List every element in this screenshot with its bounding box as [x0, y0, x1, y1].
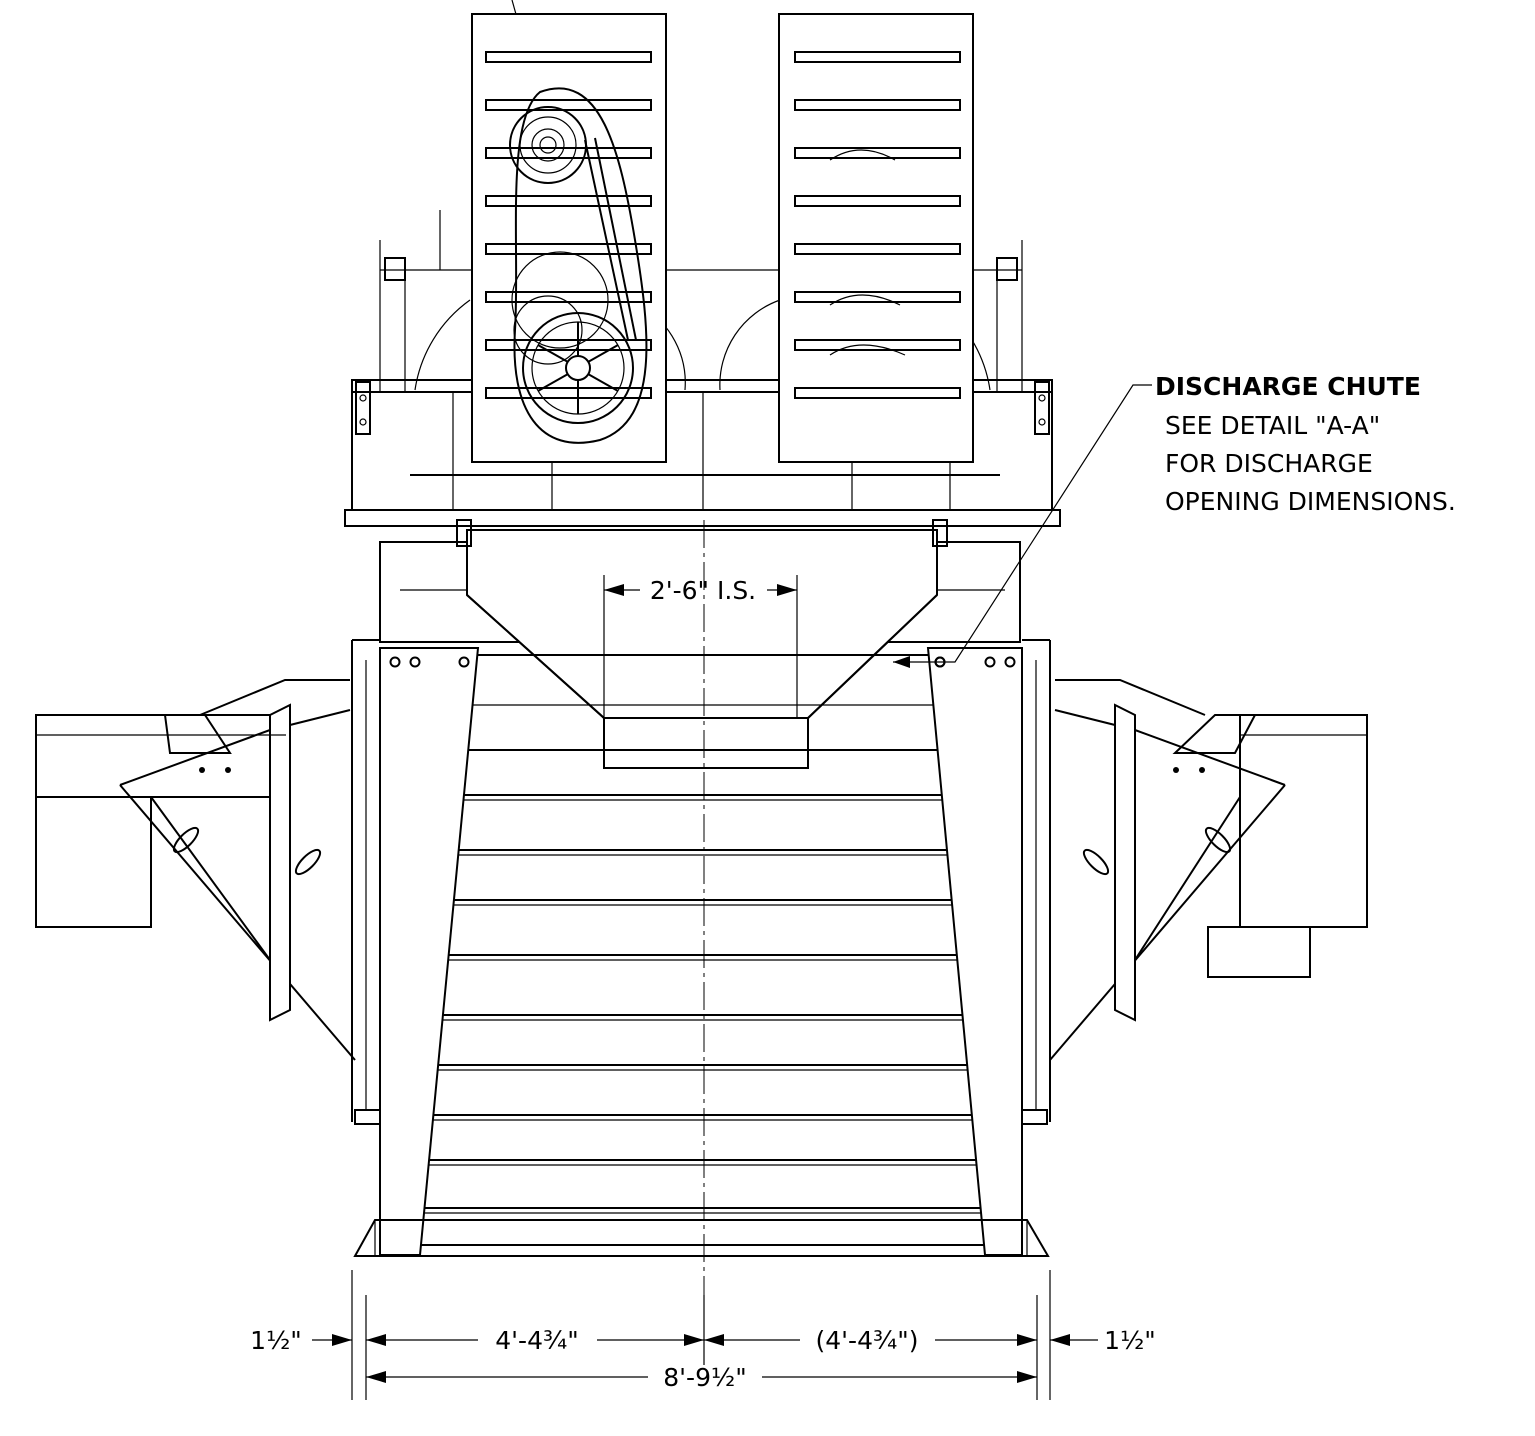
- right-belt-guard: [778, 13, 974, 463]
- left-belt-guard: [471, 13, 667, 463]
- left-half-label: 4'-4¾": [495, 1326, 578, 1355]
- discharge-chute-title: DISCHARGE CHUTE: [1155, 372, 1421, 401]
- right-side-housing: [1049, 679, 1368, 1061]
- inner-span-dimension: [604, 584, 797, 596]
- left-offset-label: 1½": [250, 1326, 302, 1355]
- right-half-label: (4'-4¾"): [816, 1326, 919, 1355]
- discharge-note-line-1: SEE DETAIL "A-A": [1165, 411, 1380, 440]
- bottom-dimensions: [312, 1270, 1098, 1400]
- left-side-housing: [35, 679, 356, 1061]
- overall-width-label: 8'-9½": [663, 1363, 746, 1392]
- right-offset-label: 1½": [1104, 1326, 1156, 1355]
- discharge-chute-callout: [893, 384, 1152, 668]
- discharge-note-line-2: FOR DISCHARGE: [1165, 449, 1373, 478]
- base-plate: [353, 1219, 1050, 1257]
- discharge-note-line-3: OPENING DIMENSIONS.: [1165, 487, 1456, 516]
- left-leg: [351, 639, 480, 1256]
- inner-span-label: 2'-6" I.S.: [650, 576, 756, 605]
- discharge-chute: [456, 519, 948, 769]
- right-leg: [926, 639, 1051, 1256]
